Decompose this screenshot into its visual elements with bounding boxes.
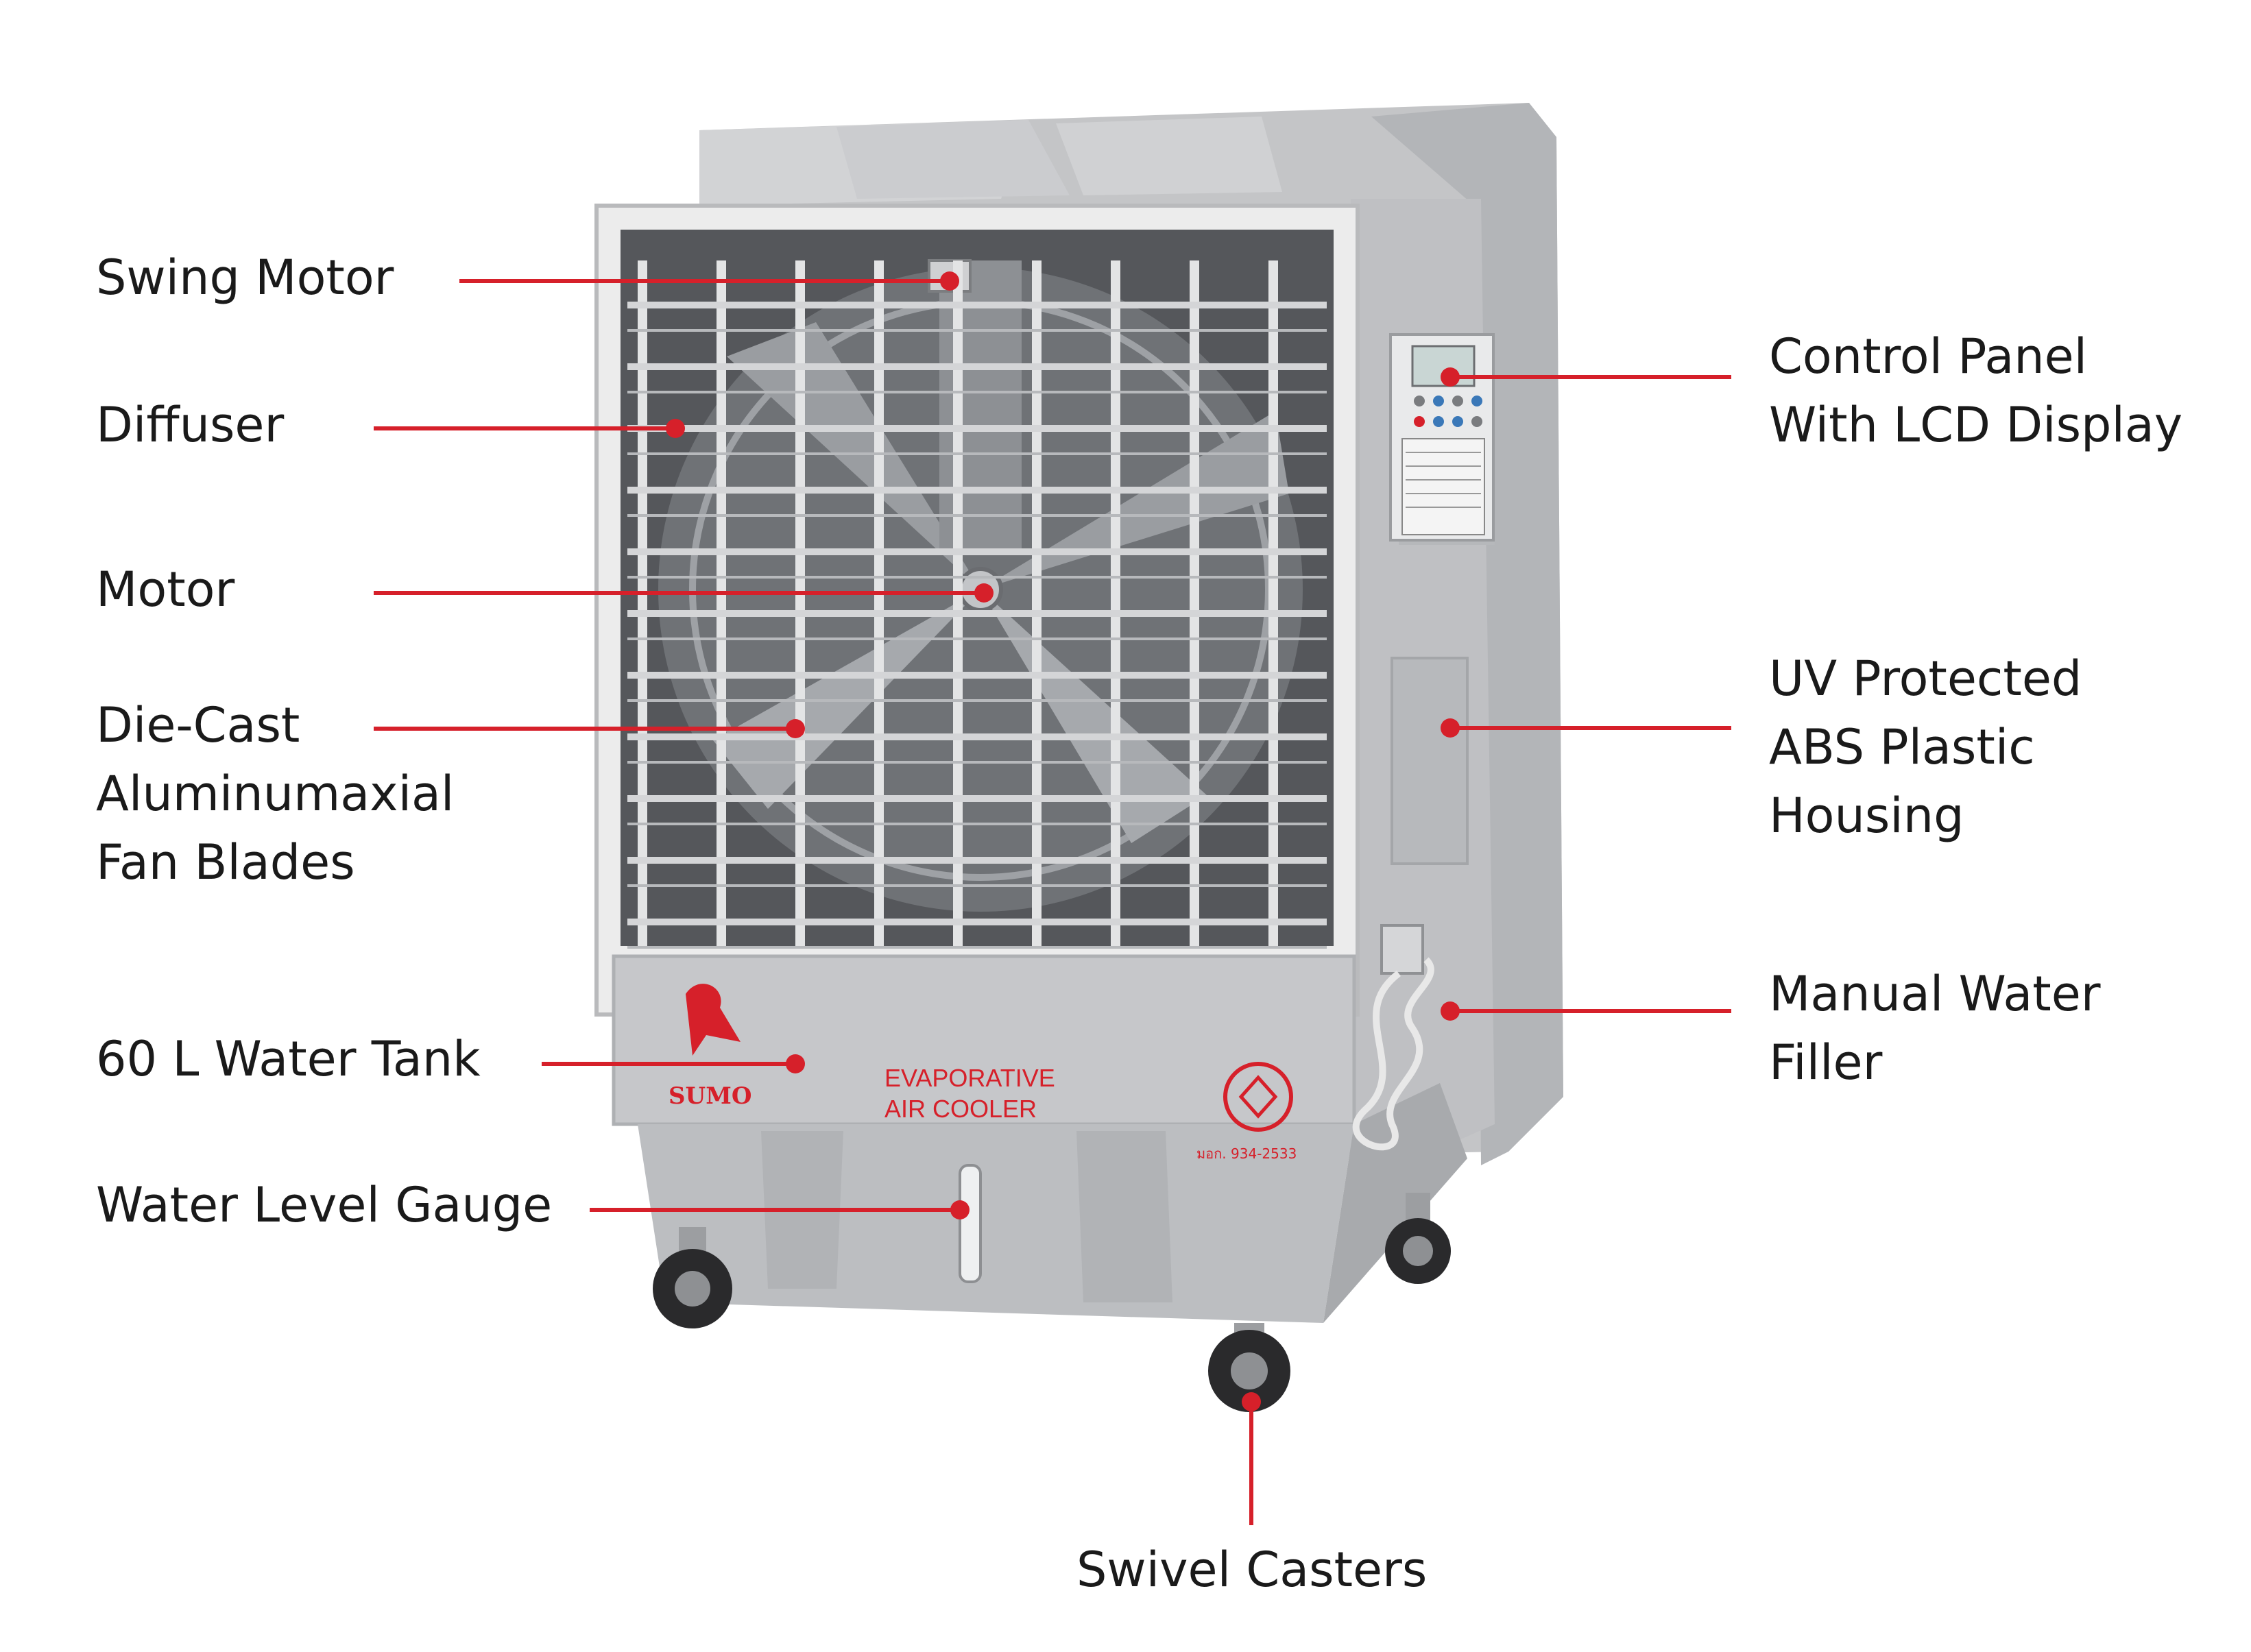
callout-dot: [1441, 1001, 1460, 1021]
label-diffuser: Diffuser: [96, 397, 285, 453]
grille-horizontal-bar: [627, 487, 1327, 494]
standard-seal-icon: [1223, 1062, 1293, 1132]
grille-slat: [627, 452, 1327, 455]
callout-lines: [374, 271, 1731, 1525]
grille-horizontal-bar: [627, 548, 1327, 555]
grille-slat: [627, 761, 1327, 764]
grille-horizontal-bar: [627, 795, 1327, 802]
callout-dot: [1242, 1392, 1261, 1411]
water-filler: [1352, 924, 1434, 1151]
grille-slat: [627, 391, 1327, 393]
callout-dot: [950, 1200, 970, 1219]
grille-bars: [627, 260, 1327, 949]
grille-slat: [627, 699, 1327, 702]
grille-slat: [627, 329, 1327, 332]
grille-horizontal-bar: [627, 302, 1327, 308]
label-control-panel: Control Panel With LCD Display: [1769, 328, 2183, 453]
grille-horizontal-bar: [627, 363, 1327, 370]
label-water-gauge: Water Level Gauge: [96, 1177, 553, 1233]
product-title-line2: AIR COOLER: [884, 1095, 1037, 1123]
standard-number: มอก. 934-2533: [1196, 1145, 1297, 1162]
control-panel: [1389, 333, 1495, 545]
product-title-line1: EVAPORATIVE: [884, 1064, 1055, 1092]
callout-dot: [940, 271, 959, 291]
callout-dot: [1441, 718, 1460, 738]
swivel-casters: [653, 1193, 1451, 1412]
callout-dot: [786, 719, 805, 738]
grille-slat: [627, 637, 1327, 640]
label-water-filler: Manual Water Filler: [1769, 966, 2101, 1091]
label-casters: Swivel Casters: [1076, 1542, 1428, 1598]
grille-horizontal-bar: [627, 672, 1327, 679]
grille-slat: [627, 514, 1327, 517]
label-swing-motor: Swing Motor: [96, 250, 394, 306]
label-fan-blades: Die-Cast Aluminumaxial Fan Blades: [96, 697, 455, 890]
callout-dot: [666, 419, 685, 438]
water-tank: SUMO EVAPORATIVE AIR COOLER มอก. 934-253…: [612, 954, 1467, 1323]
grille-slat: [627, 884, 1327, 887]
brand-logo: SUMO: [669, 1082, 751, 1110]
callout-dot: [1441, 367, 1460, 387]
grille-horizontal-bar: [627, 857, 1327, 864]
callout-dot: [786, 1054, 805, 1073]
label-housing: UV Protected ABS Plastic Housing: [1769, 651, 2082, 844]
grille-horizontal-bar: [627, 610, 1327, 617]
label-water-tank: 60 L Water Tank: [96, 1031, 481, 1087]
grille-slat: [627, 576, 1327, 579]
grille-slat: [627, 823, 1327, 825]
grille-horizontal-bar: [627, 733, 1327, 740]
grille-slat: [627, 946, 1327, 949]
label-motor: Motor: [96, 561, 235, 618]
grille-horizontal-bar: [627, 919, 1327, 925]
callout-dot: [974, 583, 994, 603]
grille-horizontal-bar: [627, 425, 1327, 432]
